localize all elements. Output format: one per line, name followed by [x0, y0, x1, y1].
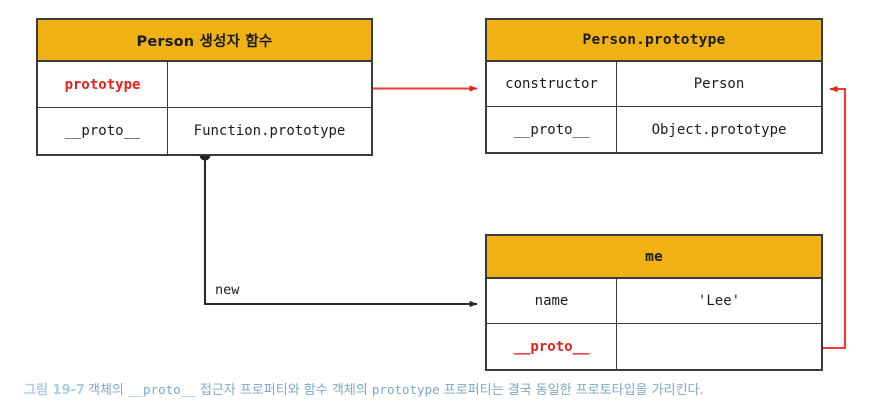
table-me-object: me name 'Lee' __proto__ — [485, 234, 823, 371]
table-row: __proto__ Object.prototype — [487, 107, 821, 152]
caption-text-2: 접근자 프로퍼티와 함수 객체의 — [195, 383, 372, 398]
property-value-proto: Function.prototype — [193, 123, 346, 139]
property-key-proto: __proto__ — [487, 324, 617, 369]
property-key-prototype: prototype — [38, 62, 168, 107]
property-value-name: 'Lee' — [697, 293, 741, 309]
property-value-constructor: Person — [693, 76, 745, 92]
property-key-constructor: constructor — [487, 62, 617, 106]
caption-text-3: 프로퍼티는 결국 동일한 프로토타입을 가리킨다. — [439, 383, 704, 398]
table-row: __proto__ — [487, 324, 821, 369]
table-row: constructor Person — [487, 62, 821, 107]
table-header-me: me — [487, 236, 821, 279]
table-header-person-prototype: Person.prototype — [487, 20, 821, 62]
table-row: __proto__ Function.prototype — [38, 108, 371, 154]
edge-label-new: new — [212, 282, 243, 298]
caption-text-1: 객체의 — [87, 383, 128, 398]
property-key-proto: __proto__ — [38, 108, 168, 154]
property-value-proto — [617, 324, 821, 369]
property-value-prototype — [168, 62, 371, 107]
table-header-person-constructor: Person 생성자 함수 — [38, 20, 371, 62]
property-value-proto: Object.prototype — [651, 121, 787, 138]
edge-new-instance — [199, 149, 478, 308]
property-key-name: name — [487, 279, 617, 323]
caption-code-proto: __proto__ — [128, 382, 196, 397]
table-person-prototype: Person.prototype constructor Person __pr… — [485, 18, 823, 154]
table-row: prototype — [38, 62, 371, 108]
property-key-proto: __proto__ — [487, 107, 617, 152]
figure-number: 그림 19-7 — [24, 383, 85, 398]
table-person-constructor: Person 생성자 함수 prototype __proto__ Functi… — [36, 18, 373, 156]
table-row: name 'Lee' — [487, 279, 821, 324]
caption-code-prototype: prototype — [371, 382, 440, 397]
